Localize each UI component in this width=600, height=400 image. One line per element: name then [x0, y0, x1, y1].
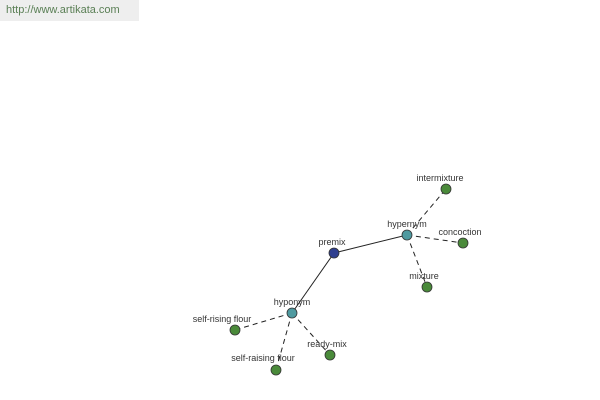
node-label-premix[interactable]: premix — [318, 237, 346, 247]
node-premix[interactable]: premix — [318, 237, 346, 259]
site-url-bar: http://www.artikata.com — [0, 0, 139, 21]
edge-hyponym-self-rising-flour — [234, 312, 293, 331]
edge-hyponym-ready-mix — [291, 312, 331, 356]
edge-hypernym-mixture — [406, 234, 428, 288]
node-dot-concoction[interactable] — [457, 237, 469, 249]
node-label-mixture[interactable]: mixture — [409, 271, 439, 281]
node-label-self-raising-flour[interactable]: self-raising flour — [231, 353, 295, 363]
edge-hypernym-concoction — [406, 234, 464, 244]
node-dot-hyponym[interactable] — [286, 307, 298, 319]
node-concoction[interactable]: concoction — [438, 227, 482, 249]
site-url-link[interactable]: http://www.artikata.com — [6, 4, 120, 16]
edge-premix-hypernym — [333, 234, 408, 254]
edge-hypernym-intermixture — [406, 188, 447, 236]
node-dot-premix[interactable] — [328, 247, 340, 259]
node-hypernym[interactable]: hypernym — [387, 219, 427, 241]
node-dot-intermixture[interactable] — [440, 183, 452, 195]
node-dot-self-rising-flour[interactable] — [229, 324, 241, 336]
node-label-intermixture[interactable]: intermixture — [416, 173, 463, 183]
node-label-concoction[interactable]: concoction — [438, 227, 481, 237]
node-label-self-rising-flour[interactable]: self-rising flour — [193, 314, 252, 324]
node-intermixture[interactable]: intermixture — [416, 173, 464, 195]
edge-hyponym-self-raising-flour — [275, 312, 293, 371]
graph-nodes: premix hypernym hyponym intermixture concoct… — [193, 173, 482, 376]
node-self-raising-flour[interactable]: self-raising flour — [231, 353, 295, 376]
node-dot-mixture[interactable] — [421, 281, 433, 293]
node-label-ready-mix[interactable]: ready-mix — [307, 339, 347, 349]
graph-edges — [234, 188, 464, 371]
node-hyponym[interactable]: hyponym — [274, 297, 311, 319]
node-self-rising-flour[interactable]: self-rising flour — [193, 314, 252, 336]
node-dot-hypernym[interactable] — [401, 229, 413, 241]
edge-premix-hyponym — [291, 252, 335, 314]
node-dot-self-raising-flour[interactable] — [270, 364, 282, 376]
node-label-hypernym[interactable]: hypernym — [387, 219, 427, 229]
node-label-hyponym[interactable]: hyponym — [274, 297, 311, 307]
node-ready-mix[interactable]: ready-mix — [307, 339, 347, 361]
node-mixture[interactable]: mixture — [409, 271, 439, 293]
node-dot-ready-mix[interactable] — [324, 349, 336, 361]
